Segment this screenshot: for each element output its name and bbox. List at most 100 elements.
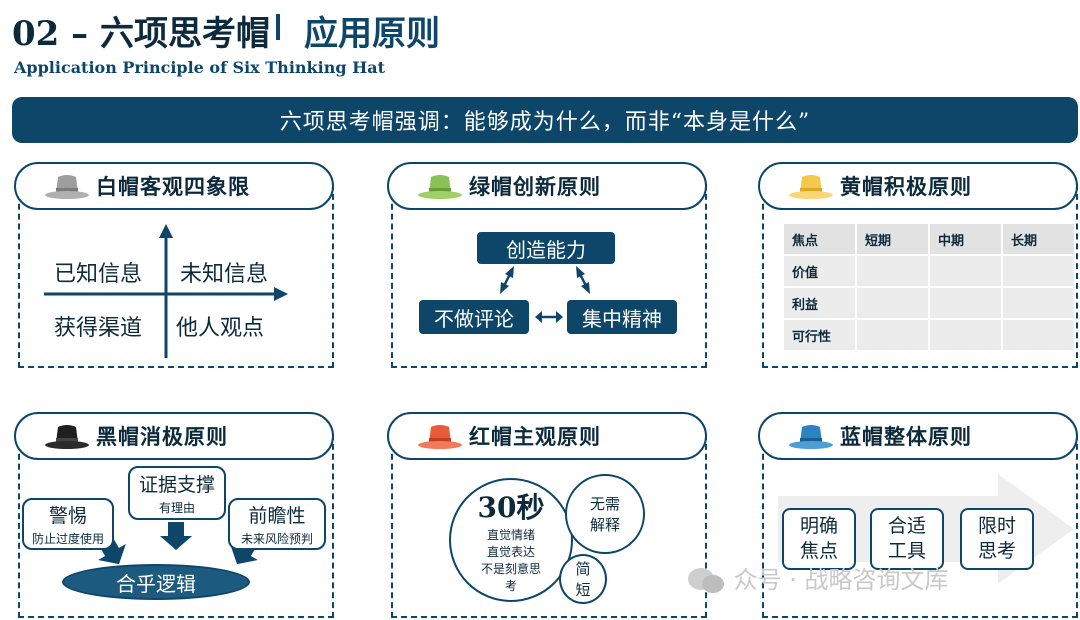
- table-cell: [928, 254, 1003, 288]
- watermark-text: 众号 · 战略咨询文库: [733, 566, 949, 594]
- diagonal-arrows: [500, 266, 590, 294]
- creativity-box: 创造能力: [477, 232, 615, 264]
- logic-base: 合乎逻辑: [62, 564, 250, 600]
- circle-line: 无需: [589, 495, 620, 513]
- panel-title: 蓝帽整体原则: [840, 424, 972, 449]
- timed-thinking-box: 限时思考: [960, 508, 1034, 570]
- evaluation-table: 焦点 短期 中期 长期 价值 利益 可行性: [782, 222, 1076, 352]
- panel-title: 黄帽积极原则: [840, 174, 972, 199]
- panel-header: 蓝帽整体原则: [758, 412, 1078, 460]
- quadrant-bottom-right: 他人观点: [176, 316, 265, 341]
- panel-frame: [762, 184, 1078, 368]
- panel-header: 红帽主观原则: [387, 412, 707, 460]
- right-tools-box: 合适工具: [870, 508, 944, 570]
- wechat-icon: [688, 568, 724, 593]
- panel-header: 黄帽积极原则: [758, 162, 1078, 210]
- foresight-note: 未来风险预判: [240, 532, 313, 546]
- table-cell: [1001, 318, 1076, 352]
- focus-box: 集中精神: [567, 300, 677, 334]
- table-cell: [928, 318, 1003, 352]
- thirty-second-circle: 30秒 直觉情绪 直觉表达 不是刻意思 考: [449, 478, 573, 602]
- circle-line: 直觉表达: [486, 545, 535, 559]
- evidence-note: 有理由: [158, 501, 195, 515]
- quadrant-bottom-left: 获得渠道: [54, 316, 143, 341]
- table-row: 利益: [782, 286, 1076, 320]
- circle-line: 直觉情绪: [486, 528, 535, 542]
- thirty-seconds: 30秒: [477, 491, 545, 524]
- quadrant-axes: [44, 224, 288, 358]
- brief-circle: 简 短: [559, 554, 607, 604]
- box-line: 焦点: [799, 540, 838, 562]
- page-title-number: 02 – 六项思考帽: [12, 14, 270, 54]
- table-header-cell: 长期: [1001, 222, 1076, 256]
- foresight-box: 前瞻性 未来风险预判: [228, 498, 326, 550]
- no-comment-box: 不做评论: [419, 300, 529, 334]
- table-row: 价值: [782, 254, 1076, 288]
- table-row-label: 利益: [782, 286, 857, 320]
- red-hat-icon: [418, 425, 462, 449]
- key-message-banner: 六项思考帽强调：能够成为什么，而非“本身是什么”: [12, 97, 1078, 143]
- panel-frame: [391, 434, 707, 618]
- circle-line: 不是刻意思: [480, 562, 541, 576]
- caution-box: 警惕 防止过度使用: [22, 498, 114, 550]
- quadrant-top-right: 未知信息: [180, 262, 269, 287]
- circle-line: 考: [504, 579, 517, 593]
- table-header-cell: 短期: [855, 222, 930, 256]
- black-hat-panel: 黑帽消极原则 警惕 防止过度使用 证据支撑 有理由 前瞻性 未来风险预判 合乎逻…: [14, 412, 334, 618]
- panel-header: 绿帽创新原则: [387, 162, 707, 210]
- panel-frame: [18, 184, 334, 368]
- box-line: 工具: [887, 540, 926, 562]
- blue-hat-icon: [789, 425, 833, 449]
- white-hat-panel: 白帽客观四象限 已知信息 未知信息 获得渠道 他人观点: [14, 162, 334, 368]
- evidence-label: 证据支撑: [138, 474, 215, 496]
- table-cell: [1001, 286, 1076, 320]
- table-header-row: 焦点 短期 中期 长期: [782, 222, 1076, 256]
- page-subtitle-english: Application Principle of Six Thinking Ha…: [14, 58, 385, 77]
- caution-note: 防止过度使用: [31, 532, 104, 546]
- evidence-box: 证据支撑 有理由: [128, 466, 226, 520]
- panel-frame: [762, 434, 1078, 618]
- circle-line: 简: [575, 560, 591, 578]
- table-cell: [1001, 254, 1076, 288]
- white-hat-icon: [45, 175, 89, 199]
- blue-hat-panel: 蓝帽整体原则 明确焦点 合适工具 限时思考: [758, 412, 1078, 618]
- black-hat-icon: [45, 425, 89, 449]
- panel-title: 白帽客观四象限: [96, 174, 250, 199]
- box-line: 限时: [977, 515, 1016, 538]
- page-title: 应用原则: [304, 14, 440, 54]
- green-hat-panel: 绿帽创新原则 创造能力 不做评论 集中精神: [387, 162, 707, 368]
- table-row-label: 价值: [782, 254, 857, 288]
- panel-title: 红帽主观原则: [469, 424, 601, 449]
- table-cell: [855, 318, 930, 352]
- circle-line: 解释: [589, 516, 620, 534]
- quadrant-top-left: 已知信息: [54, 262, 143, 287]
- panel-title: 黑帽消极原则: [96, 424, 228, 449]
- caution-label: 警惕: [48, 505, 87, 527]
- table-cell: [855, 254, 930, 288]
- box-line: 明确: [799, 515, 838, 538]
- table-row-label: 可行性: [782, 318, 857, 352]
- double-arrow-icon: [535, 311, 563, 323]
- table-header-cell: 焦点: [782, 222, 857, 256]
- circle-line: 短: [575, 581, 591, 599]
- red-hat-panel: 红帽主观原则 30秒 直觉情绪 直觉表达 不是刻意思 考 无需 解释 简 短: [387, 412, 707, 618]
- table-row: 可行性: [782, 318, 1076, 352]
- table-cell: [928, 286, 1003, 320]
- panel-frame: [391, 184, 707, 368]
- panel-title: 绿帽创新原则: [469, 174, 601, 199]
- green-hat-icon: [418, 175, 462, 199]
- title-divider: [276, 14, 280, 40]
- clear-focus-box: 明确焦点: [782, 508, 856, 570]
- watermark: 众号 · 战略咨询文库: [686, 560, 949, 596]
- table-header-cell: 中期: [928, 222, 1003, 256]
- box-line: 思考: [977, 540, 1016, 562]
- panel-frame: [18, 434, 334, 618]
- no-explanation-circle: 无需 解释: [565, 474, 645, 554]
- panel-header: 白帽客观四象限: [14, 162, 334, 210]
- foresight-label: 前瞻性: [248, 505, 306, 527]
- yellow-hat-panel: 黄帽积极原则 焦点 短期 中期 长期 价值 利益 可行性: [758, 162, 1078, 368]
- table-cell: [855, 286, 930, 320]
- panel-header: 黑帽消极原则: [14, 412, 334, 460]
- yellow-hat-icon: [789, 175, 833, 199]
- box-line: 合适: [887, 515, 926, 538]
